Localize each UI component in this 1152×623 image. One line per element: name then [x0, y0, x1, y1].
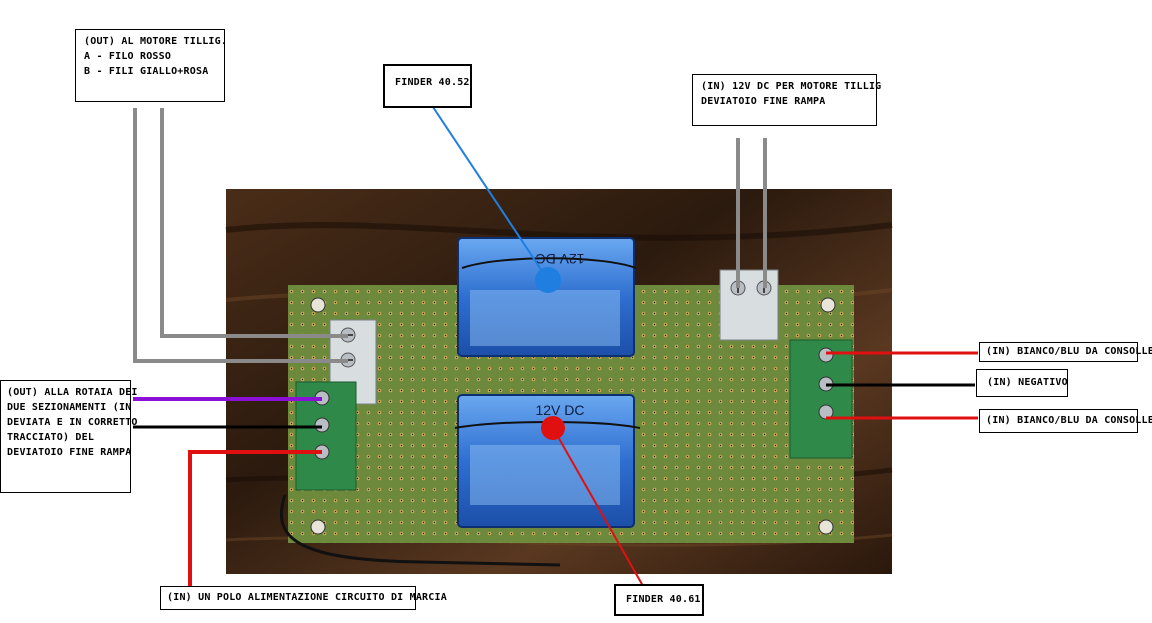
motor-out-line-b: B - FILI GIALLO+ROSA	[84, 66, 209, 77]
rail-out-line4: TRACCIATO) DEL	[7, 432, 95, 443]
relay-finder-4052: 12V DC	[457, 237, 637, 357]
wires-motor-out	[133, 108, 348, 363]
board-photo: 12V DC 12V DC	[225, 189, 893, 574]
consolle-2-text: (IN) BIANCO/BLU DA CONSOLLE	[986, 415, 1152, 426]
label-rail-out: (OUT) ALLA ROTAIA DEI DUE SEZIONAMENTI (…	[0, 380, 138, 493]
polo-text: (IN) UN POLO ALIMENTAZIONE CIRCUITO DI M…	[167, 592, 447, 603]
relay-finder-4061: 12V DC	[454, 394, 641, 528]
rail-out-line5: DEVIATOIO FINE RAMPA	[7, 447, 132, 458]
consolle-1-text: (IN) BIANCO/BLU DA CONSOLLE	[986, 346, 1152, 357]
label-polo: (IN) UN POLO ALIMENTAZIONE CIRCUITO DI M…	[160, 586, 447, 610]
pointer-finder-4052	[432, 106, 561, 293]
label-negativo: (IN) NEGATIVO	[976, 369, 1068, 397]
label-consolle-2: (IN) BIANCO/BLU DA CONSOLLE	[979, 409, 1152, 433]
rail-out-line3: DEVIATA E IN CORRETTO	[7, 417, 138, 428]
wires-rail-out	[133, 397, 322, 588]
label-motor-out: (OUT) AL MOTORE TILLIG. A - FILO ROSSO B…	[75, 29, 228, 102]
motor-in-line2: DEVIATOIO FINE RAMPA	[701, 96, 826, 107]
relay-bottom-marking: 12V DC	[535, 402, 584, 418]
negativo-text: (IN) NEGATIVO	[987, 377, 1068, 388]
wires-motor-in	[736, 138, 767, 288]
motor-out-line-a: A - FILO ROSSO	[84, 51, 172, 62]
pointer-finder-4061	[541, 416, 644, 587]
terminal-consolle	[789, 339, 853, 459]
label-consolle-1: (IN) BIANCO/BLU DA CONSOLLE	[979, 342, 1152, 362]
rail-out-line1: (OUT) ALLA ROTAIA DEI	[7, 387, 138, 398]
finder-4052-text: FINDER 40.52	[395, 77, 470, 88]
wires-consolle	[826, 351, 978, 420]
label-finder-4061: FINDER 40.61	[614, 584, 704, 616]
rail-out-line2: DUE SEZIONAMENTI (IN	[7, 402, 132, 413]
motor-in-line1: (IN) 12V DC PER MOTORE TILLIG	[701, 81, 882, 92]
motor-out-title: (OUT) AL MOTORE TILLIG.	[84, 36, 228, 47]
label-finder-4052: FINDER 40.52	[383, 64, 472, 108]
terminal-motor-in	[719, 269, 779, 341]
finder-4061-text: FINDER 40.61	[626, 594, 701, 605]
label-motor-in: (IN) 12V DC PER MOTORE TILLIG DEVIATOIO …	[692, 74, 882, 126]
